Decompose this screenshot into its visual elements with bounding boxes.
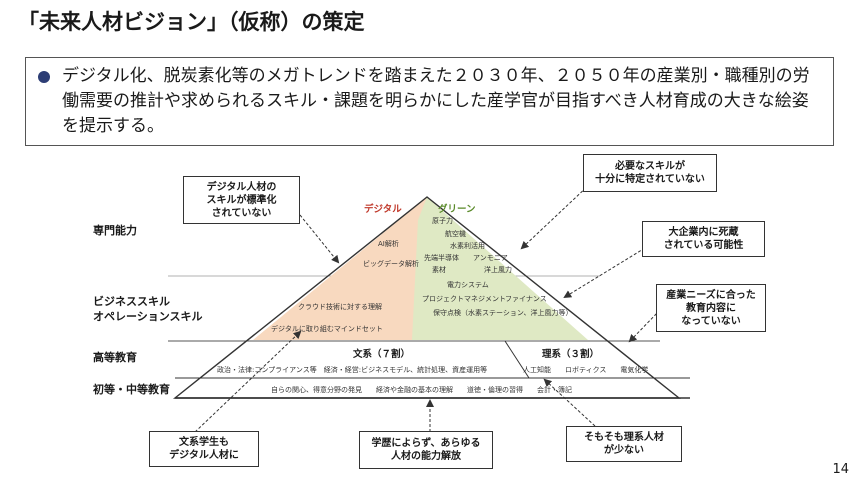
page-number: 14: [832, 462, 849, 477]
digital-item: AI解析: [378, 240, 399, 248]
category-green: グリーン: [438, 204, 476, 215]
digital-item: ビッグデータ解析: [363, 260, 419, 268]
green-item: 洋上風力: [484, 266, 512, 274]
bullet-dot-icon: [38, 71, 50, 83]
arrow-humanities-students: [194, 330, 302, 433]
level-business: ビジネススキル: [93, 295, 170, 308]
callout-large-companies: 大企業内に死蔵 されている可能性: [642, 221, 765, 257]
green-item: 保守点検（水素ステーション、洋上風力等）: [433, 309, 573, 317]
callout-humanities-students: 文系学生も デジタル人材に: [149, 431, 259, 467]
arrow-industry-needs: [628, 309, 661, 343]
science-title: 理系（３割）: [542, 349, 600, 360]
basic-ed-items: 自らの関心、得意分野の発見 経済や金融の基本の理解 道徳・倫理の習得 会計・簿記: [271, 386, 572, 394]
level-operation: オペレーションスキル: [93, 310, 203, 323]
green-item: 航空機: [445, 230, 466, 238]
green-item: ファイナンス: [505, 295, 547, 303]
page-title: 「未来人材ビジョン」（仮称）の策定: [18, 10, 365, 34]
green-region: [412, 197, 588, 340]
green-item: 水素利活用: [450, 242, 485, 250]
callout-required-skills: 必要なスキルが 十分に特定されていない: [583, 154, 717, 192]
level-higher-ed: 高等教育: [93, 351, 137, 364]
summary-text: デジタル化、脱炭素化等のメガトレンドを踏まえた２０３０年、２０５０年の産業別・職…: [62, 66, 810, 136]
callout-regardless: 学歴によらず、あらゆる 人材の能力解放: [359, 431, 493, 469]
arrow-digital-skills: [299, 214, 340, 264]
arrow-required-skills: [520, 183, 591, 250]
humanities-title: 文系（７割）: [353, 349, 411, 360]
summary-box: デジタル化、脱炭素化等のメガトレンドを踏まえた２０３０年、２０５０年の産業別・職…: [25, 57, 834, 146]
green-item: アンモニア: [473, 254, 508, 262]
callout-few-science: そもそも理系人材 が少ない: [566, 426, 682, 462]
green-item: 原子力: [432, 217, 453, 225]
level-specialized: 専門能力: [93, 224, 137, 237]
arrow-few-science: [543, 378, 596, 427]
level-basic-ed: 初等・中等教育: [93, 383, 170, 396]
science-items: 人工知能 ロボティクス 電気化学: [523, 366, 649, 374]
digital-region: [253, 197, 427, 340]
category-digital: デジタル: [364, 204, 402, 215]
arrow-large-companies: [563, 247, 646, 299]
digital-item: デジタルに取り組むマインドセット: [271, 325, 383, 333]
green-item: プロジェクトマネジメント: [422, 295, 506, 303]
humanities-items: 政治・法律:コンプライアンス等 経済・経営:ビジネスモデル、統計処理、資産運用等: [217, 366, 488, 374]
humanities-science-divider: [504, 340, 530, 379]
green-item: 電力システム: [447, 281, 489, 289]
callout-industry-needs: 産業ニーズに合った 教育内容に なっていない: [656, 284, 766, 332]
green-item: 素材: [432, 266, 446, 274]
digital-item: クラウド技術に対する理解: [298, 303, 382, 311]
green-item: 先端半導体: [424, 254, 459, 262]
callout-digital-skills: デジタル人材の スキルが標準化 されていない: [183, 176, 300, 224]
